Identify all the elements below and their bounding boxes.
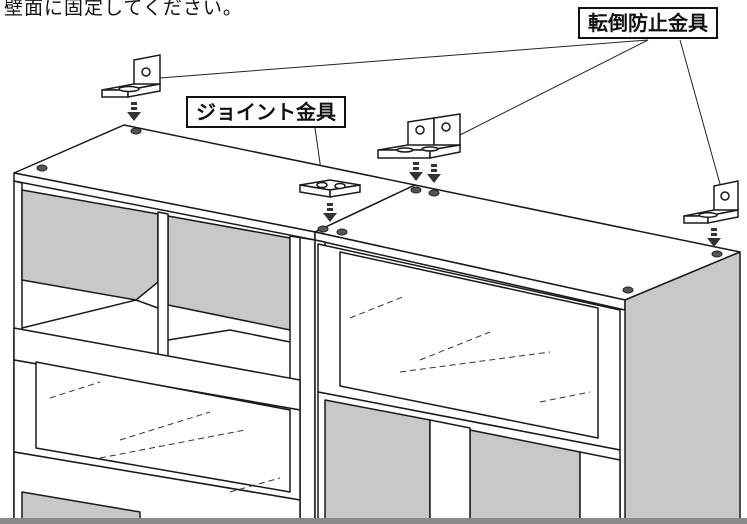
left-glass-reflections [49, 381, 281, 493]
joint-hardware-label: ジョイント金具 [186, 96, 346, 128]
arrow-down-icon [127, 102, 141, 121]
anti-tip-hardware-label: 転倒防止金具 [578, 7, 718, 39]
anti-tip-bracket-left [101, 54, 161, 98]
bottom-border [0, 518, 747, 524]
anti-tip-bracket-right [683, 180, 739, 224]
anti-tip-bracket-center [377, 113, 461, 159]
right-cabinet [314, 184, 741, 524]
joint-bracket [299, 179, 361, 198]
arrow-down-icon [707, 228, 721, 247]
arrow-down-icon [409, 162, 423, 181]
right-glass-reflections [349, 295, 591, 403]
instruction-caption: 壁面に固定してください。 [4, 0, 243, 19]
arrow-down-icon [427, 164, 441, 183]
mounting-holes [36, 127, 723, 294]
